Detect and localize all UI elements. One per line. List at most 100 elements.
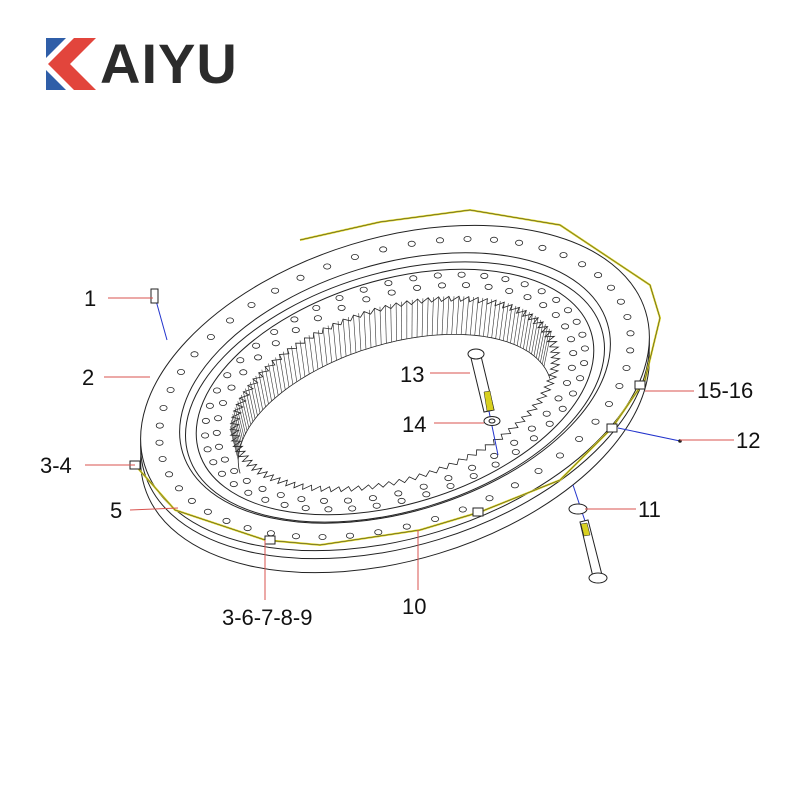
outer-ring-mounting-hole (225, 317, 234, 324)
inner-ring-mounting-hole (254, 354, 263, 361)
outer-ring-mounting-hole (350, 253, 359, 260)
inner-ring-mounting-hole (203, 446, 212, 453)
gear-tooth-flank (510, 305, 517, 344)
inner-ring-mounting-hole (567, 364, 576, 371)
gear-tooth-flank (234, 407, 243, 440)
inner-ring-mounting-hole (229, 481, 238, 488)
gear-tooth-flank (426, 297, 429, 336)
outer-ring-mounting-hole (345, 532, 354, 539)
gear-tooth-flank (237, 401, 246, 434)
inner-ring-mounting-hole (510, 439, 519, 446)
outer-ring-mounting-hole (575, 435, 584, 442)
gear-tooth-flank (230, 429, 239, 461)
gear-tooth-flank (374, 308, 377, 347)
callout-2: 2 (82, 365, 94, 390)
inner-ring-mounting-hole (291, 327, 300, 334)
inner-ring-mounting-hole (567, 336, 576, 343)
gear-tooth-flank (279, 354, 286, 390)
slewing-ring-bearing (129, 208, 662, 574)
inner-ring-mounting-hole (554, 395, 563, 402)
gear-tooth-flank (516, 308, 524, 346)
inner-ring-mounting-hole (529, 435, 538, 442)
gear-tooth-flank (456, 296, 460, 335)
inner-ring-mounting-hole (491, 461, 500, 468)
gear-tooth-flank (525, 313, 533, 351)
outer-ring-mounting-hole (556, 452, 565, 459)
washer-11 (568, 503, 588, 515)
outer-ring-mounting-hole (159, 404, 168, 411)
gear-tooth-flank (385, 305, 387, 344)
inner-ring-mounting-hole (384, 280, 393, 287)
inner-ring-mounting-hole (201, 417, 210, 424)
gear-tooth-flank (252, 378, 261, 413)
gear-tooth-flank (465, 296, 470, 335)
inner-ring-mounting-hole (572, 318, 581, 325)
outer-ring-mounting-hole (534, 467, 543, 474)
outer-ring-mounting-hole (291, 533, 300, 540)
gear-tooth-flank (523, 312, 530, 349)
callout-10: 10 (402, 594, 426, 619)
gear-tooth-flank (271, 360, 279, 396)
gear-tooth-flank (282, 351, 290, 388)
gear-tooth-flank (540, 326, 548, 363)
gear-tooth-flank (291, 345, 298, 382)
inner-ring-mounting-hole (212, 429, 221, 436)
inner-ring-step (195, 268, 595, 516)
outer-ring-mounting-hole (165, 471, 174, 478)
gear-tooth-flank (275, 357, 282, 393)
inner-ring-mounting-hole (542, 410, 551, 417)
gear-tooth-flank (416, 299, 418, 338)
outer-ring-mounting-hole (379, 246, 388, 253)
inner-ring-mounting-hole (312, 304, 321, 311)
inner-ring-mounting-hole (580, 360, 589, 367)
grease-nipple-fitting (634, 380, 646, 390)
outer-ring-mounting-hole (158, 455, 167, 462)
inner-ring-mounting-hole (230, 467, 239, 474)
inner-ring-mounting-hole (537, 288, 546, 295)
bolt-11-head (588, 572, 608, 584)
inner-ring-mounting-hole (372, 502, 381, 509)
gear-tooth-flank (506, 304, 513, 342)
gear-tooth-flank (368, 309, 372, 348)
fastener-parts (150, 288, 682, 584)
gear-tooth-flank (295, 343, 302, 380)
gear-tooth-flank (474, 297, 479, 336)
gear-tooth-flank (337, 321, 342, 359)
outer-ring-mounting-hole (463, 235, 472, 242)
gear-tooth-flank (431, 297, 434, 336)
gear-tooth-flank (245, 388, 254, 422)
gear-tooth-flank (250, 382, 258, 416)
grease-nipple-fitting (264, 535, 276, 545)
gear-tooth-flank (460, 296, 465, 335)
inner-ring-mounting-hole (280, 501, 289, 508)
outer-ring-mounting-hole (626, 347, 635, 354)
inner-ring-mounting-hole (387, 289, 396, 296)
inner-ring-mounting-hole (214, 415, 223, 422)
gear-tooth-flank (287, 348, 294, 385)
outer-ring-inner-edge (179, 252, 611, 524)
grease-nipple-fitting (606, 423, 618, 433)
gear-tooth-flank (483, 298, 488, 337)
gear-tooth-flank (390, 304, 392, 343)
inner-ring-mounting-hole (252, 342, 261, 349)
gear-tooth-flank (318, 330, 323, 368)
inner-ring-mounting-hole (301, 505, 310, 512)
outer-ring-mounting-hole (458, 506, 467, 513)
inner-ring-mounting-hole (545, 420, 554, 427)
gear-tooth-flank (531, 317, 539, 355)
outer-ring-mounting-hole (616, 298, 625, 305)
inner-ring-mounting-hole (335, 294, 344, 301)
gear-tooth-flank (533, 319, 541, 356)
inner-ring-mounting-hole (551, 311, 560, 318)
bolt-13-head (467, 348, 485, 360)
gear-tooth-flank (243, 391, 252, 425)
callout-3-6-7-8-9: 3-6-7-8-9 (222, 605, 312, 630)
outer-ring-mounting-hole (559, 252, 568, 259)
callout-13: 13 (400, 362, 424, 387)
gear-tooth-flank (264, 366, 272, 402)
inner-ring-outer-edge (185, 261, 605, 523)
callout-15-16: 15-16 (697, 378, 753, 403)
outer-ring-mounting-hole (222, 517, 231, 524)
inner-ring-mounting-hole (313, 315, 322, 322)
inner-ring-mounting-hole (348, 505, 357, 512)
